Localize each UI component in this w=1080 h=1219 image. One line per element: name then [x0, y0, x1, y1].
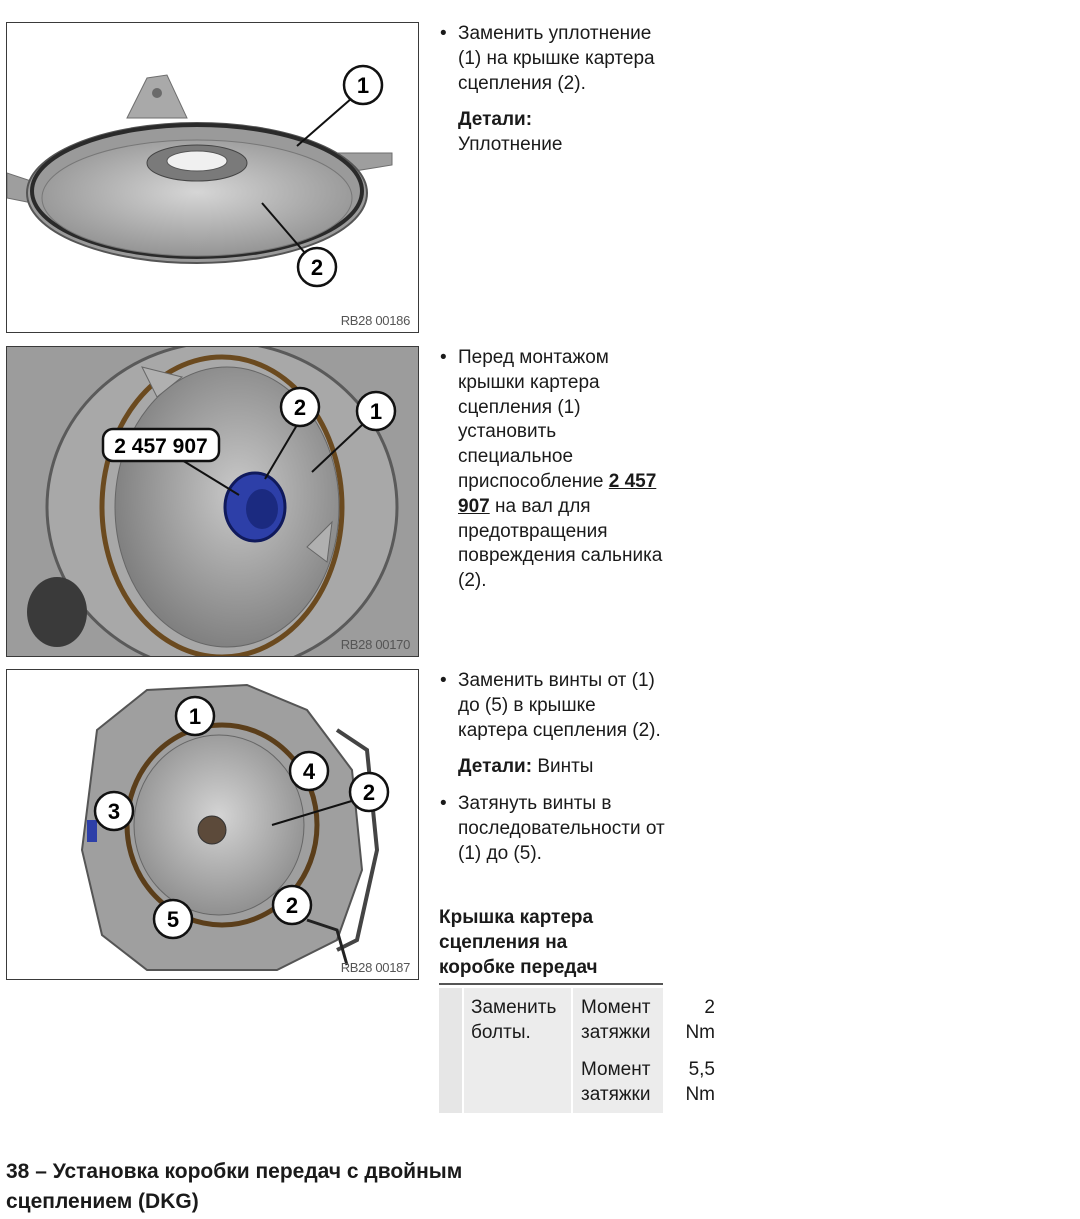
callout-2 — [348, 771, 390, 813]
svg-text:2: 2 — [294, 395, 306, 420]
figure-code: RB28 00170 — [340, 637, 411, 652]
svg-text:1: 1 — [370, 399, 382, 424]
step-4-bullet: Затянуть винты в последовательности от (… — [440, 792, 670, 866]
table-top-rule — [439, 983, 663, 985]
svg-text:5: 5 — [167, 907, 179, 932]
callout-3 — [93, 790, 135, 832]
svg-text:2: 2 — [286, 893, 298, 918]
step-1-text: Заменить уплотнение (1) на крышке картер… — [440, 22, 670, 158]
callout-4 — [288, 750, 330, 792]
svg-text:4: 4 — [303, 759, 316, 784]
figure-seal: 1 2 RB28 00186 — [6, 22, 419, 333]
callout-1 — [355, 390, 397, 432]
step-2-text: Перед монтажом крышки картера сцепления … — [440, 346, 670, 594]
svg-text:2: 2 — [363, 780, 375, 805]
torque-value-1: 2 Nm — [685, 997, 715, 1043]
step-1-details: Детали: Уплотнение — [458, 109, 563, 156]
special-tool-link[interactable]: 2 457 907 — [458, 470, 657, 517]
step-3-details: Детали: Винты — [458, 756, 594, 778]
torque-value-2: 5,5 Nm — [685, 1059, 715, 1105]
callout-2 — [296, 246, 338, 288]
tool-callout — [101, 427, 221, 463]
svg-text:1: 1 — [189, 704, 201, 729]
clutch-cover-seal-image: 1 2 — [7, 64, 393, 288]
screw-sequence-image: 1 4 3 2 5 2 — [80, 683, 390, 971]
chapter-heading: 38 – Установка коробки передач с двойным… — [6, 1160, 463, 1213]
figure-code: RB28 00187 — [340, 960, 411, 975]
step-3-bullet: Заменить винты от (1) до (5) в крышке ка… — [440, 669, 670, 743]
callout-5 — [152, 898, 194, 940]
callout-2-lower — [271, 884, 313, 926]
torque-label-1: Момент затяжки — [581, 997, 651, 1043]
special-tool-image: 2 457 907 2 1 — [7, 347, 418, 656]
torque-section-heading: Крышка картера сцепления на коробке пере… — [439, 907, 598, 978]
step-2-bullet: Перед монтажом крышки картера сцепления … — [440, 346, 670, 594]
svg-text:2 457 907: 2 457 907 — [114, 435, 207, 458]
figure-screw-sequence: 1 4 3 2 5 2 RB28 00187 — [6, 669, 419, 980]
svg-text:2: 2 — [311, 255, 323, 280]
figure-special-tool: 2 457 907 2 1 RB28 00170 — [6, 346, 419, 657]
torque-action: Заменить болты. — [471, 997, 557, 1043]
step-1-bullet: Заменить уплотнение (1) на крышке картер… — [440, 22, 670, 96]
figure-code: RB28 00186 — [340, 313, 411, 328]
callout-1 — [342, 64, 384, 106]
callout-2 — [279, 386, 321, 428]
step-3-text: Заменить винты от (1) до (5) в крышке ка… — [440, 669, 670, 867]
svg-text:3: 3 — [108, 799, 120, 824]
torque-label-2: Момент затяжки — [581, 1059, 651, 1105]
svg-text:1: 1 — [357, 73, 369, 98]
callout-1 — [174, 695, 216, 737]
